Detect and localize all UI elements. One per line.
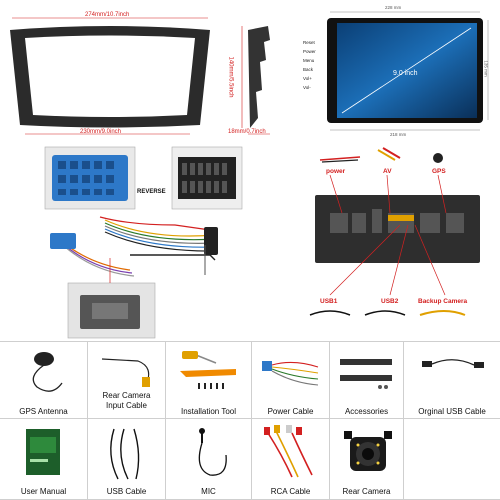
mic-icon xyxy=(198,428,227,476)
accessory-label: Power Cable xyxy=(267,407,314,416)
accessory-cell: Accessories xyxy=(330,341,404,419)
stereo-panel: 228 mm 9.0 inch Reset Power Menu Back Vo… xyxy=(295,0,500,145)
stereo-button-label: Reset xyxy=(303,40,315,45)
stereo-width-label: 228 mm xyxy=(385,5,402,10)
stereo-height-label: 135 mm xyxy=(483,60,489,77)
gps-antenna-icon xyxy=(32,352,63,392)
accessory-label: GPS Antenna xyxy=(19,407,68,416)
frame-height-label: 140mm/5.5inch xyxy=(227,56,234,98)
accessory-label: Rear Camera xyxy=(342,487,391,496)
side-profile-panel: 140mm/5.5inch 18mm/0.7inch xyxy=(227,0,290,145)
av-label: AV xyxy=(383,168,392,175)
stereo-bottom-label: 218 mm xyxy=(390,132,407,137)
stereo-button-list: Reset Power Menu Back Vol+ Vol- xyxy=(303,40,331,94)
frame-width-label: 274mm/10.7inch xyxy=(85,12,130,18)
usb1-cable-icon xyxy=(309,310,351,316)
stereo-screen-size: 9.0 inch xyxy=(393,70,418,77)
accessory-cell: User Manual xyxy=(0,419,88,500)
accessory-label: Rear Camera Input Cable xyxy=(102,391,151,410)
accessory-cell: GPS Antenna xyxy=(0,341,88,419)
accessory-label: RCA Cable xyxy=(270,487,311,496)
power-cable-icon xyxy=(262,361,319,386)
empty-cell xyxy=(404,419,500,500)
back-panel: power AV GPS USB1 USB2 Backup Camera xyxy=(250,145,500,340)
accessories-grid: GPS Antenna Rear Camera Input Cable Inst… xyxy=(0,341,500,500)
back-panel-drawing xyxy=(309,147,480,316)
accessory-cell: USB Cable xyxy=(88,419,166,500)
power-cable-small-icon xyxy=(319,156,361,161)
reverse-label: REVERSE xyxy=(137,189,166,195)
dash-frame-panel: 274mm/10.7inch 230mm/9.0inch xyxy=(0,0,230,145)
installation-tool-icon xyxy=(180,351,236,389)
accessory-label: Orginal USB Cable xyxy=(418,407,486,416)
side-profile-drawing xyxy=(241,26,270,135)
stereo-button-label: Power xyxy=(303,49,316,54)
stereo-button-label: Menu xyxy=(303,58,315,63)
accessory-label: MIC xyxy=(201,487,216,496)
harness-drawing xyxy=(44,146,243,339)
stereo-button-label: Back xyxy=(303,67,314,72)
gps-puck-small-icon xyxy=(433,153,443,163)
accessory-label: Installation Tool xyxy=(181,407,236,416)
accessory-label: Accessories xyxy=(344,407,389,416)
accessory-cell: Rear Camera xyxy=(330,419,404,500)
usb1-label: USB1 xyxy=(320,298,338,305)
rear-camera-icon xyxy=(344,431,392,471)
frame-inner xyxy=(25,35,195,117)
frame-depth-label: 18mm/0.7inch xyxy=(228,129,266,135)
accessory-cell: Power Cable xyxy=(252,341,330,419)
accessory-cell: RCA Cable xyxy=(252,419,330,500)
accessory-cell: Rear Camera Input Cable xyxy=(88,341,166,419)
brackets-icon xyxy=(340,359,392,389)
av-cable-small-icon xyxy=(377,149,396,161)
frame-drawing xyxy=(10,17,210,135)
usb2-label: USB2 xyxy=(381,298,399,305)
gps-label: GPS xyxy=(432,168,446,175)
stereo-button-label: Vol+ xyxy=(303,76,312,81)
backup-camera-label: Backup Camera xyxy=(418,298,468,305)
accessory-cell: MIC xyxy=(166,419,252,500)
stereo-drawing xyxy=(327,11,489,131)
usb-cables-icon xyxy=(110,428,140,480)
frame-bottom-label: 230mm/9.0inch xyxy=(80,129,122,135)
accessory-label: USB Cable xyxy=(106,487,147,496)
power-label: power xyxy=(326,168,346,175)
backup-camera-cable-icon xyxy=(419,310,466,316)
stereo-button-label: Vol- xyxy=(303,85,311,90)
accessory-cell: Installation Tool xyxy=(166,341,252,419)
harness-panel: REVERSE xyxy=(0,145,250,340)
accessory-label: User Manual xyxy=(20,487,67,496)
accessory-cell: Orginal USB Cable xyxy=(404,341,500,419)
camera-input-cable-icon xyxy=(101,358,150,387)
rca-cable-icon xyxy=(264,425,313,478)
usb2-cable-icon xyxy=(364,310,406,316)
manual-icon xyxy=(26,429,60,475)
usb-cable-icon xyxy=(422,359,484,368)
